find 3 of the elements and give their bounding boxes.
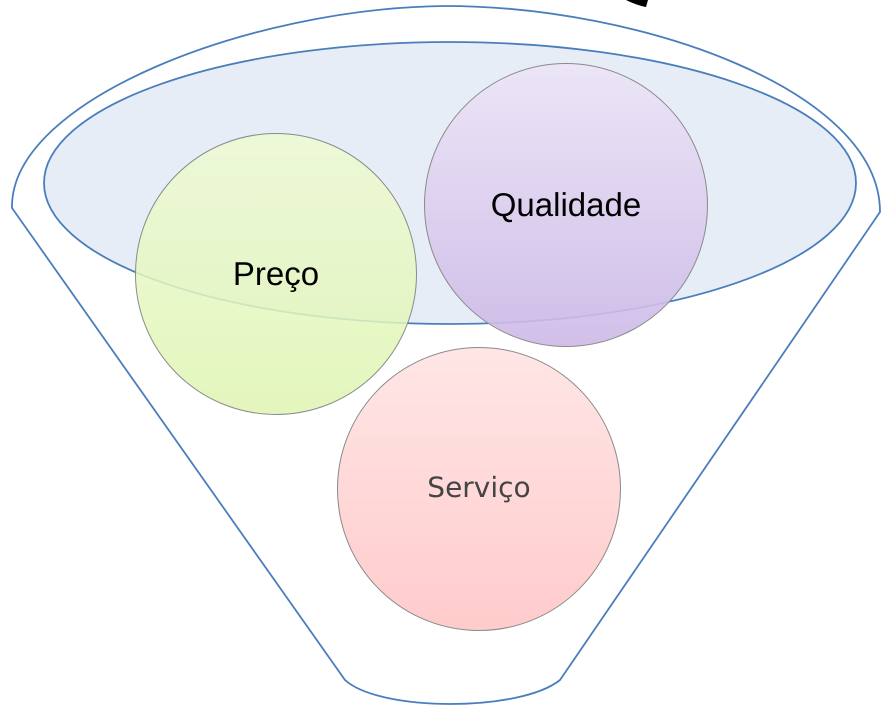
circle-label: Qualidade bbox=[490, 185, 642, 226]
circle-label: Serviço bbox=[427, 470, 531, 506]
circle-label: Preço bbox=[232, 254, 320, 294]
